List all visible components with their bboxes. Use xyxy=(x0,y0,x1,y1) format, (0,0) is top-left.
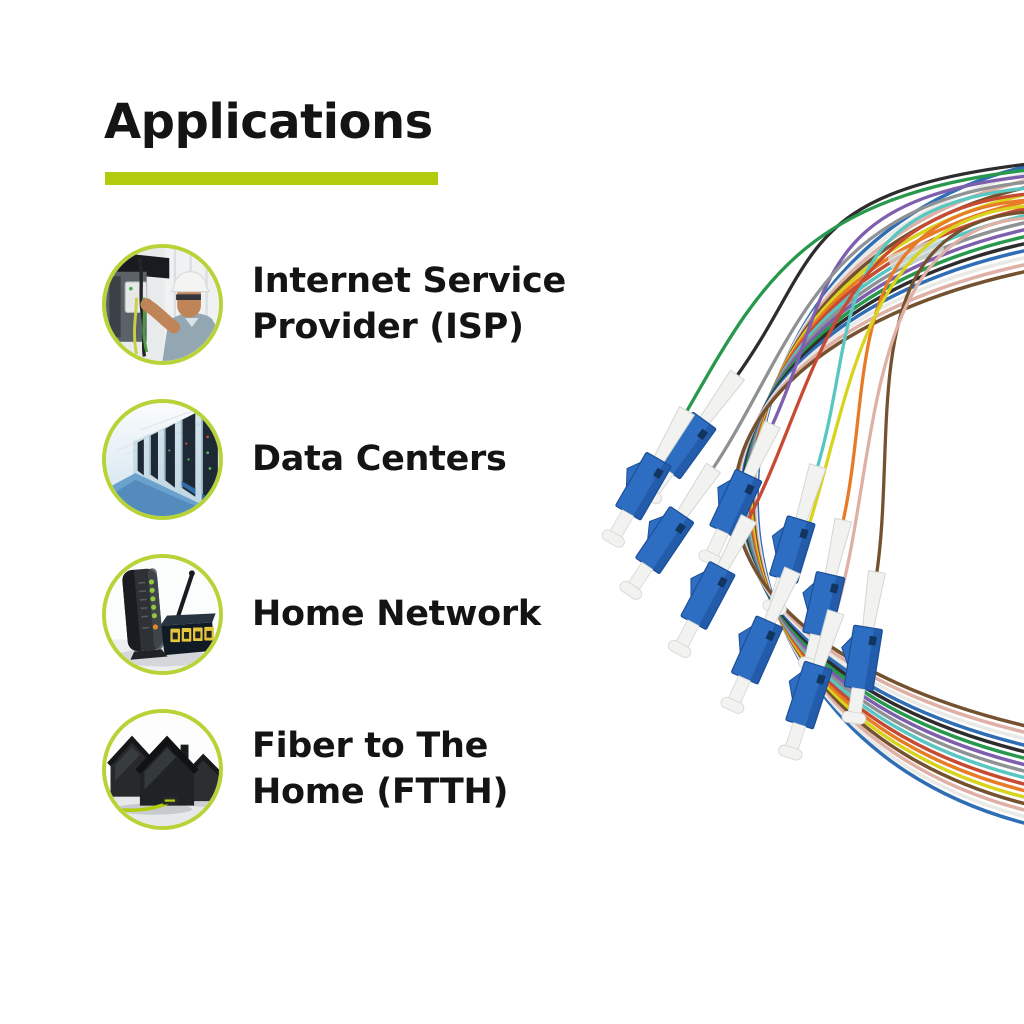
fiber-strand-yellow xyxy=(788,204,1024,577)
application-label: Home Network xyxy=(252,592,541,637)
status-leds xyxy=(168,435,212,470)
application-label-line: Data Centers xyxy=(252,438,507,479)
application-label: Data Centers xyxy=(252,437,507,482)
data-center-illustration xyxy=(106,403,219,516)
fiber-strand-rose xyxy=(734,263,1024,734)
modem-leds xyxy=(138,579,158,630)
application-label: Internet Service Provider (ISP) xyxy=(252,259,566,349)
isp-technician-illustration xyxy=(106,248,219,361)
application-label-line: Fiber to The xyxy=(252,726,489,767)
aisle-floor xyxy=(106,473,219,516)
title-underline xyxy=(105,172,438,185)
fiber-strand-white xyxy=(736,256,1024,741)
network-switch xyxy=(160,613,216,656)
isp-photo-icon xyxy=(102,244,223,365)
pigtail-cables xyxy=(682,162,1024,619)
application-item-isp: Internet Service Provider (ISP) xyxy=(102,244,566,365)
fiber-strand-violet xyxy=(768,174,1024,431)
rack-edge-highlights xyxy=(149,409,203,503)
ftth-houses-illustration xyxy=(106,713,219,826)
fiber-cable-arc xyxy=(732,165,1024,825)
fiber-strand-slate xyxy=(708,180,1024,474)
application-label-line: Provider (ISP) xyxy=(252,306,524,347)
fiber-strand-green xyxy=(682,168,1024,417)
application-item-ftth: Fiber to The Home (FTTH) xyxy=(102,709,508,830)
modem xyxy=(122,568,168,660)
application-label-line: Home (FTTH) xyxy=(252,771,509,812)
fiber-strand-brown xyxy=(732,270,1024,728)
application-label-line: Home Network xyxy=(252,593,541,634)
application-item-data-centers: Data Centers xyxy=(102,399,507,520)
page-title: Applications xyxy=(104,94,433,150)
ethernet-ports xyxy=(170,626,214,643)
fiber-strand-rose xyxy=(832,216,1024,619)
home-router-illustration xyxy=(106,558,219,671)
application-label-line: Internet Service xyxy=(252,261,566,302)
fiber-strand-black xyxy=(732,162,1024,381)
fiber-strand-brown xyxy=(874,210,1024,579)
fiber-strand-red xyxy=(744,192,1024,525)
application-item-home-network: Home Network xyxy=(102,554,541,675)
product-photo xyxy=(584,158,1024,828)
data-center-photo-icon xyxy=(102,399,223,520)
house-middle xyxy=(135,735,199,806)
application-label: Fiber to The Home (FTTH) xyxy=(252,724,508,814)
fiber-pigtail-illustration xyxy=(589,162,1024,825)
ftth-photo-icon xyxy=(102,709,223,830)
home-router-photo-icon xyxy=(102,554,223,675)
antenna xyxy=(175,570,195,622)
